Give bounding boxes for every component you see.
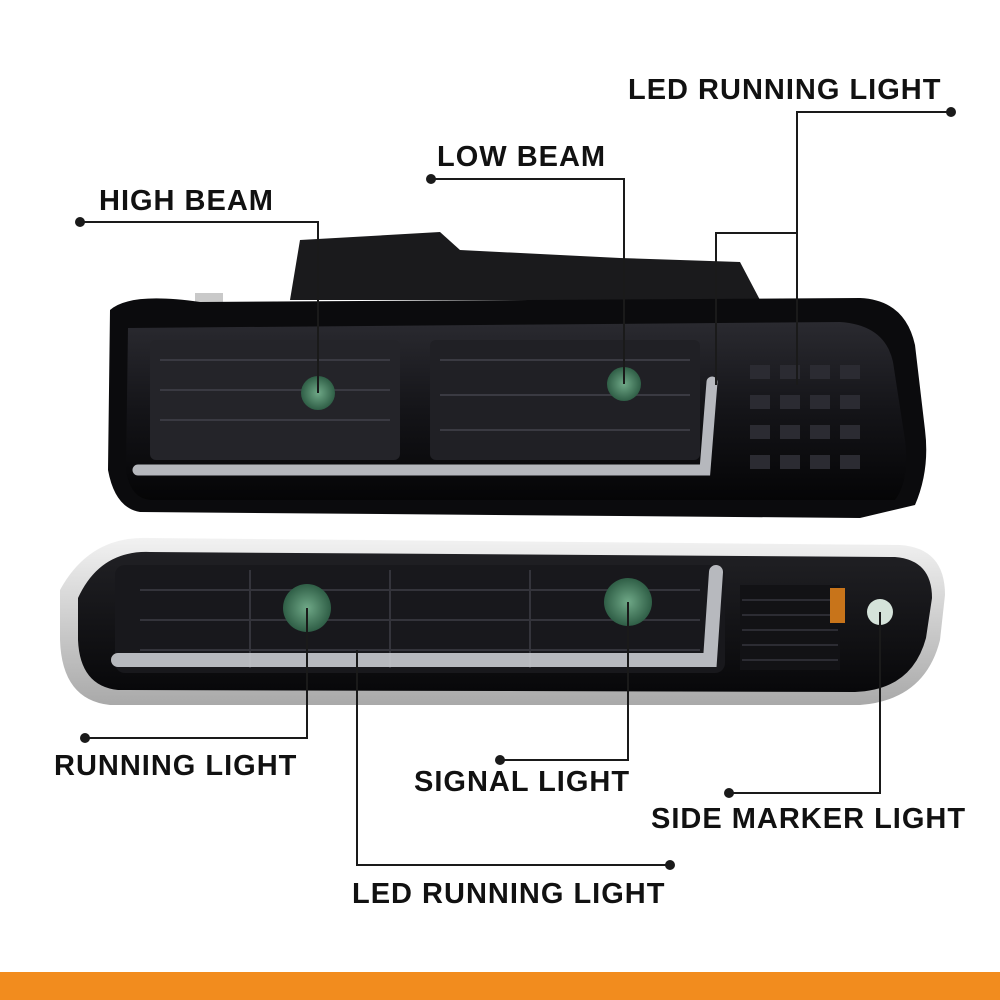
bumper-led-bar (111, 565, 723, 667)
callout-dots (75, 107, 956, 870)
bumper-grille (740, 585, 840, 670)
callout-lines (80, 111, 951, 866)
label-low-beam: LOW BEAM (437, 141, 607, 173)
dot-icon (426, 174, 436, 184)
label-led-running-light-bottom: LED RUNNING LIGHT (352, 878, 666, 910)
dot-icon (75, 217, 85, 227)
label-high-beam: HIGH BEAM (99, 185, 274, 217)
side-marker-amber (830, 588, 845, 623)
dot-icon (80, 733, 90, 743)
callout-line-high-beam (80, 221, 319, 393)
label-led-running-light-top: LED RUNNING LIGHT (628, 74, 942, 106)
callout-line-led-running-light-top-branch (715, 232, 797, 385)
low-beam-reflector (430, 340, 700, 460)
headlight-assembly (108, 232, 927, 518)
accent-bar (0, 972, 1000, 1000)
headlight-led-bar (132, 376, 718, 476)
callout-line-signal-light (500, 602, 629, 761)
callout-line-led-running-light-top (796, 111, 951, 385)
callout-line-side-marker-light (729, 612, 881, 794)
high-beam-reflector (150, 340, 400, 460)
callout-line-running-light (85, 608, 308, 739)
label-side-marker-light: SIDE MARKER LIGHT (651, 803, 967, 835)
dot-icon (495, 755, 505, 765)
led-running-light-matrix (750, 365, 860, 469)
dot-icon (946, 107, 956, 117)
mounting-bracket (290, 232, 760, 300)
bumper-light-assembly (60, 537, 945, 705)
label-running-light: RUNNING LIGHT (54, 750, 298, 782)
callout-line-led-running-light-bottom (356, 650, 670, 866)
dot-icon (665, 860, 675, 870)
dot-icon (724, 788, 734, 798)
callout-line-low-beam (431, 178, 625, 384)
label-signal-light: SIGNAL LIGHT (414, 766, 631, 798)
